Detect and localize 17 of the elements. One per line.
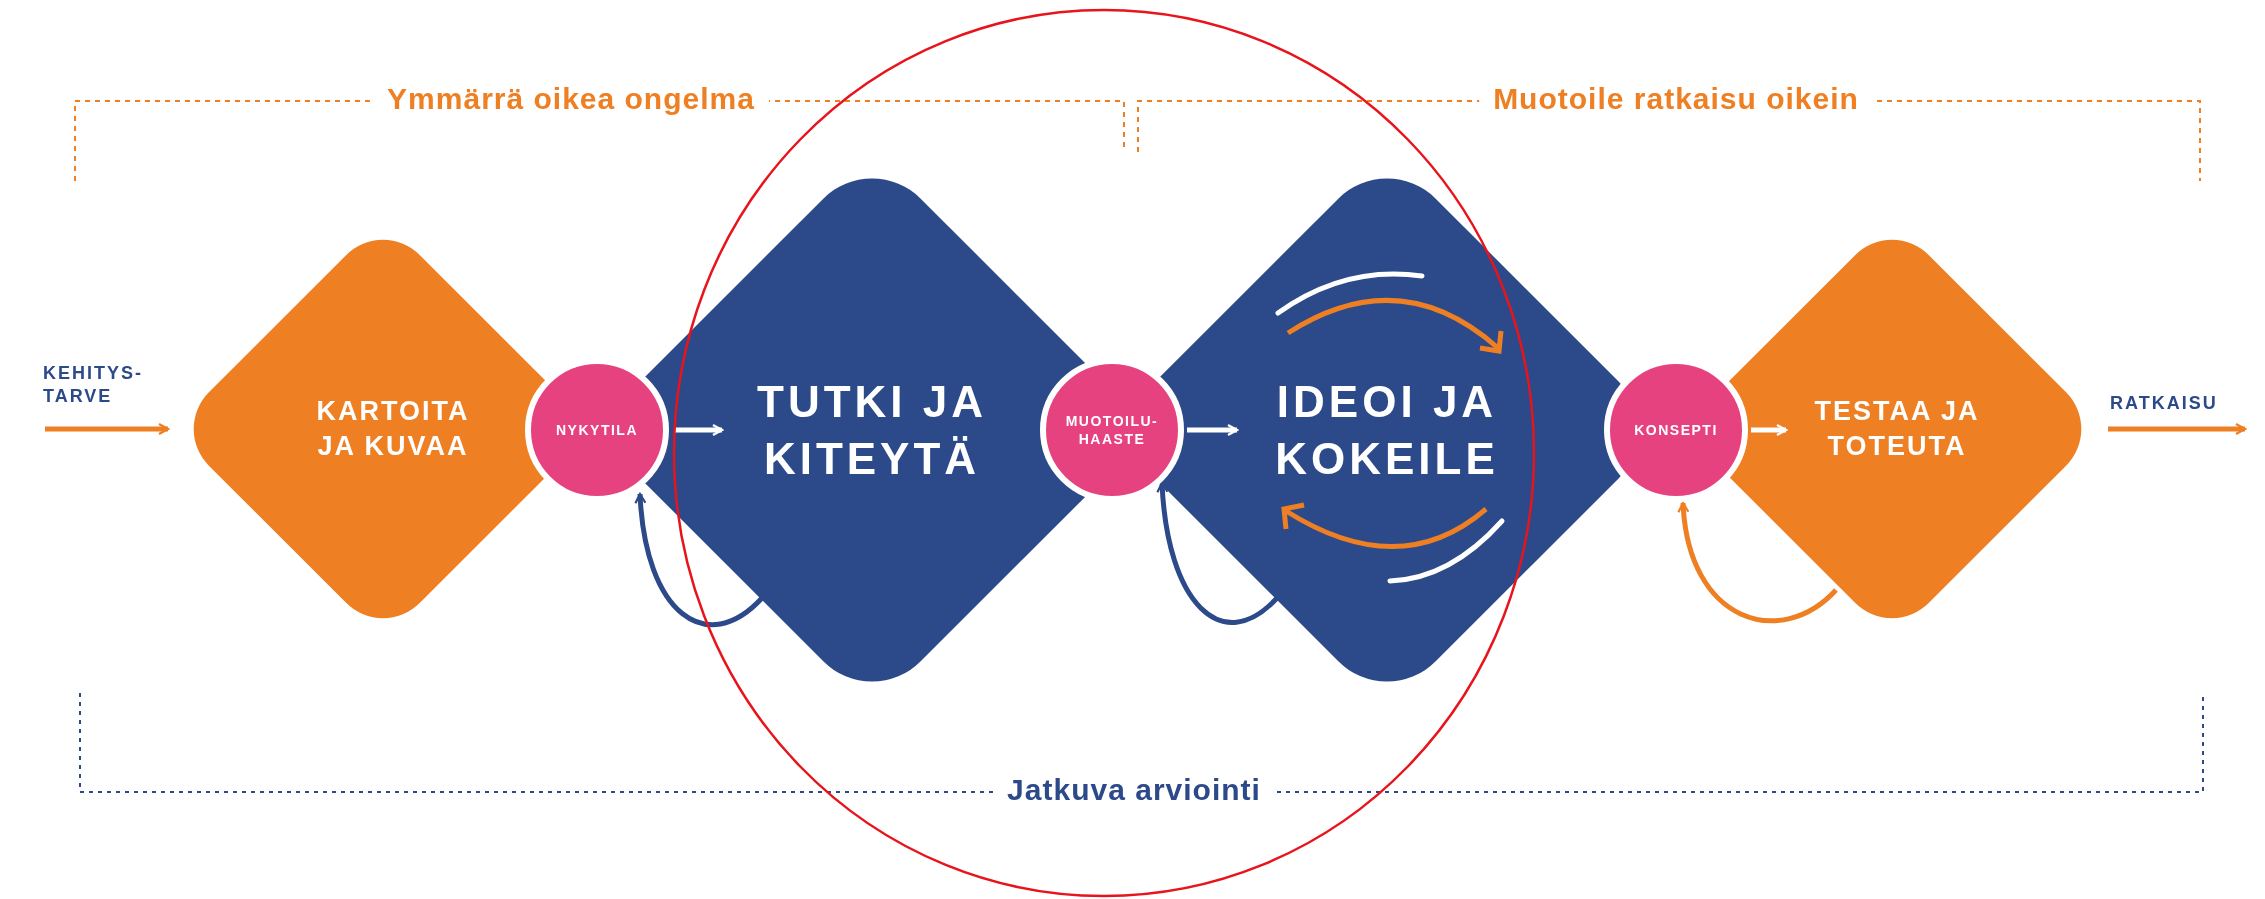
- arrow: [2108, 422, 2247, 436]
- arrow: [634, 492, 764, 627]
- flow-label: KEHITYS-TARVE: [43, 362, 153, 407]
- milestone-label: KONSEPTI: [1633, 420, 1719, 440]
- arrow: [1156, 481, 1279, 625]
- arrow: [674, 423, 724, 437]
- milestone-label: MUOTOILU-HAASTE: [1064, 411, 1160, 449]
- flow-label: RATKAISU: [2110, 392, 2245, 415]
- phase-title: IDEOI JA KOKEILE: [1274, 375, 1500, 485]
- arrow: [1677, 501, 1838, 624]
- arrow: [45, 422, 170, 436]
- arrow: [1187, 423, 1239, 437]
- milestone-label: NYKYTILA: [555, 420, 639, 440]
- phase-title: TUTKI JA KITEYTÄ: [756, 375, 988, 485]
- phase-title: TESTAA JA TOTEUTA: [1813, 394, 1981, 463]
- phase-title: KARTOITA JA KUVAA: [315, 394, 471, 463]
- arrow: [1751, 423, 1788, 437]
